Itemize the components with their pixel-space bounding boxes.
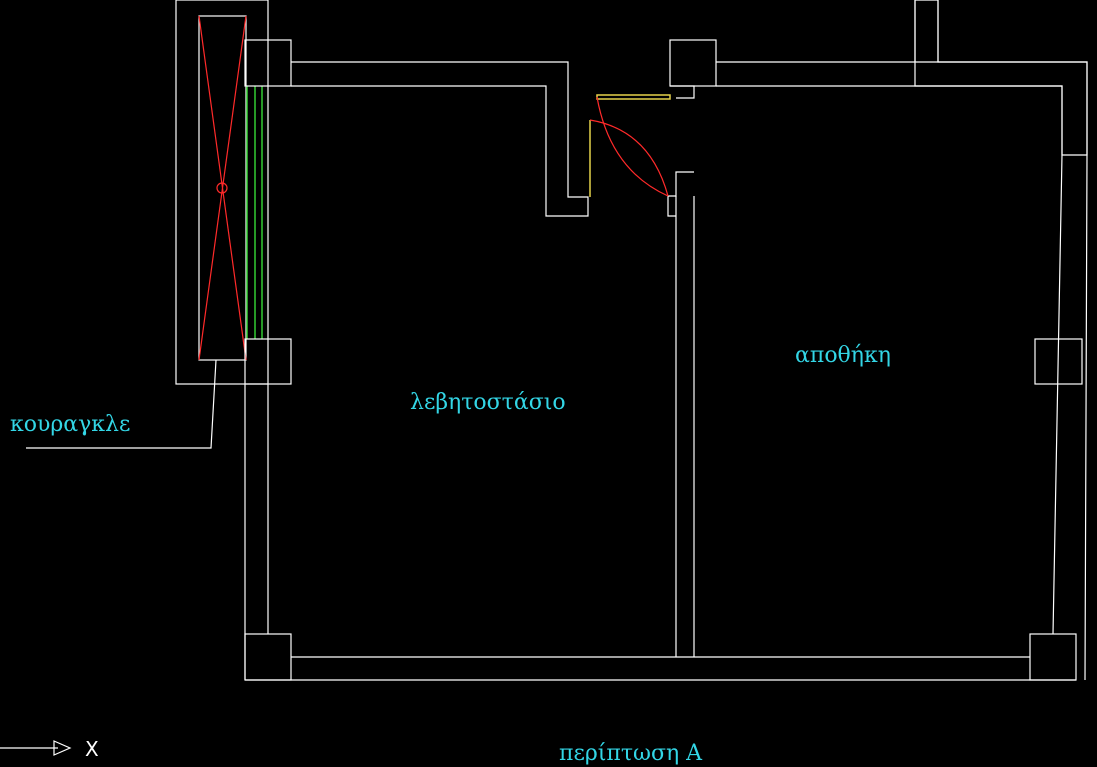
column-top-left — [244, 39, 292, 87]
ucs-axis-label: X — [85, 737, 99, 761]
leader-line — [26, 359, 217, 449]
hatched-wall-top-right — [914, 0, 1088, 156]
exterior-walls — [244, 0, 1088, 681]
chimney-column — [175, 0, 269, 385]
hatched-columns — [244, 0, 1088, 681]
column-bottom-right — [1029, 633, 1077, 681]
column-top-middle — [669, 39, 717, 87]
room-label-boiler: λεβητοστάσιο — [410, 390, 566, 415]
column-mid-right — [1034, 338, 1083, 385]
drawing-caption: περίπτωση Α — [559, 741, 703, 766]
column-mid-left — [244, 338, 292, 385]
ucs-axis-indicator: X — [0, 737, 99, 761]
room-label-storage: αποθήκη — [795, 343, 891, 368]
column-bottom-left — [244, 633, 292, 681]
flue-cross — [198, 15, 247, 361]
window-glazing — [246, 86, 263, 339]
door-swing — [589, 94, 671, 197]
leader-label: κουραγκλε — [10, 412, 130, 437]
